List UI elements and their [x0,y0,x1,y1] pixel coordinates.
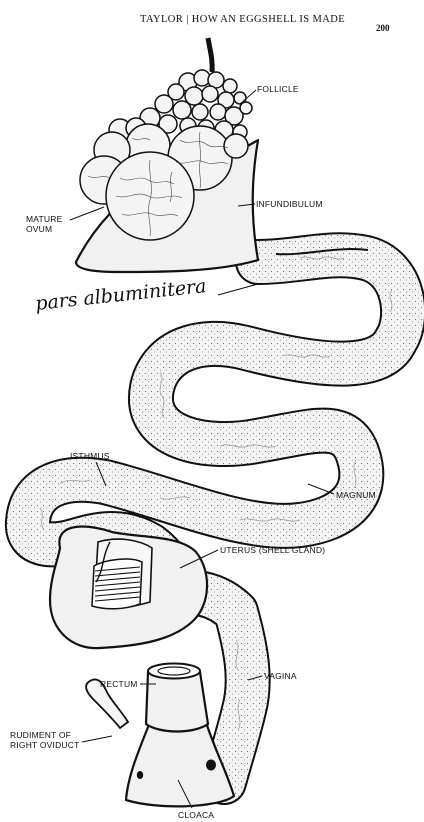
egg-shell-membranes [92,559,142,609]
page-number: 200 [376,23,390,33]
label-cloaca: CLOACA [178,810,214,820]
rectum-lumen [148,664,200,679]
running-title: TAYLOR | HOW AN EGGSHELL IS MADE [140,14,345,25]
label-magnum: MAGNUM [336,490,376,500]
label-vagina: VAGINA [264,671,297,681]
follicle-stalk [208,38,212,72]
label-rectum: RECTUM [100,679,138,689]
cloaca-opening-right [206,760,216,771]
handwritten-note-stroke [218,284,258,295]
oviduct-tube [28,255,403,782]
label-infundibulum: INFUNDIBULUM [256,199,323,209]
label-rudiment-line2: RIGHT OVIDUCT [10,740,80,750]
label-follicle: FOLLICLE [257,84,299,94]
label-isthmus: ISTHMUS [70,451,110,461]
magnum-leader [308,484,334,494]
mature-ovum-leader [70,207,104,220]
cloaca-opening-left [137,771,143,779]
label-mature-ovum-line2: OVUM [26,224,52,234]
label-mature-ovum-line1: MATURE [26,214,63,224]
handwritten-note: pars albuminitera [34,275,207,315]
label-rudiment-line1: RUDIMENT OF [10,730,71,740]
rudiment-leader [82,736,112,742]
label-uterus: UTERUS (SHELL GLAND) [220,545,325,555]
